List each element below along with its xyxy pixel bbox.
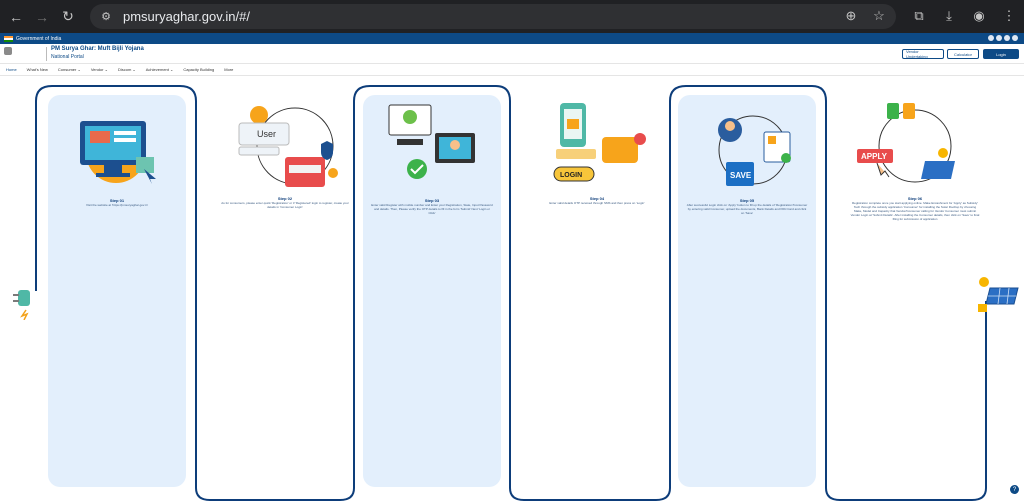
steps-section: Step 01 Visit the website at 'https://pm… bbox=[0, 76, 1024, 504]
step-card-3: Step 03 Enter valid Register with mobile… bbox=[363, 95, 501, 487]
user-login-icon: User bbox=[238, 106, 338, 187]
main-menu: Home What's New Consumer ⌄ Vendor ⌄ Disc… bbox=[0, 64, 1024, 76]
step-title-5: Step 05 bbox=[739, 198, 755, 203]
svg-text:SAVE: SAVE bbox=[730, 171, 752, 180]
site-subtitle: National Portal bbox=[51, 54, 84, 60]
emblem-logo bbox=[4, 47, 40, 63]
step-title-4: Step 04 bbox=[589, 196, 605, 201]
url-text: pmsuryaghar.gov.in/#/ bbox=[123, 9, 250, 24]
header-divider bbox=[46, 47, 47, 61]
a11y-icon-4[interactable] bbox=[1012, 35, 1018, 41]
menu-whats-new[interactable]: What's New bbox=[26, 67, 48, 72]
menu-home[interactable]: Home bbox=[6, 67, 17, 72]
apply-solar-icon: APPLY bbox=[857, 103, 955, 183]
download-icon[interactable]: ⤓ bbox=[946, 8, 952, 23]
step-desc-2: As for consumers, please enter quick 'Re… bbox=[221, 201, 349, 209]
svg-text:LOGIN: LOGIN bbox=[560, 172, 582, 179]
help-button[interactable]: ? bbox=[1010, 485, 1019, 494]
vendor-undertaking-button[interactable]: Vendor Undertaking bbox=[902, 49, 944, 59]
india-flag-icon bbox=[4, 35, 13, 42]
step-card-4: LOGIN Step 04 Enter valid details OTP re… bbox=[522, 76, 672, 216]
accessibility-controls bbox=[988, 35, 1018, 41]
emblem-icon bbox=[4, 47, 12, 55]
gov-label: Government of India bbox=[16, 35, 62, 42]
route-path bbox=[35, 85, 987, 501]
step-card-1: Step 01 Visit the website at 'https://pm… bbox=[48, 95, 186, 487]
menu-vendor[interactable]: Vendor ⌄ bbox=[90, 67, 108, 72]
verify-screen-icon bbox=[388, 104, 475, 179]
step-title-2: Step 02 bbox=[277, 196, 293, 201]
menu-capacity-building[interactable]: Capacity Building bbox=[183, 67, 215, 72]
menu-achievement[interactable]: Achievement ⌄ bbox=[145, 67, 174, 72]
login-button[interactable]: Login bbox=[983, 49, 1019, 59]
forward-icon[interactable]: → bbox=[35, 8, 49, 25]
solar-panel-icon bbox=[978, 277, 1019, 312]
a11y-icon-2[interactable] bbox=[996, 35, 1002, 41]
address-bar[interactable]: ⚙ pmsuryaghar.gov.in/#/ ⊕ ☆ bbox=[90, 4, 896, 29]
site-info-icon[interactable]: ⚙ bbox=[101, 11, 111, 23]
reload-icon[interactable]: ↻ bbox=[62, 8, 74, 24]
menu-consumer[interactable]: Consumer ⌄ bbox=[57, 67, 81, 72]
step-desc-4: Enter valid details OTP received through… bbox=[549, 201, 645, 205]
back-icon[interactable]: ← bbox=[9, 8, 23, 25]
plug-icon bbox=[13, 290, 30, 320]
step-title-3: Step 03 bbox=[424, 198, 440, 203]
step-desc-5: After successful Login click on 'Apply' … bbox=[686, 203, 808, 215]
zoom-icon[interactable]: ⊕ bbox=[845, 8, 857, 23]
step-desc-6: Registration complete once you start app… bbox=[850, 201, 980, 221]
gov-bar: Government of India bbox=[0, 33, 1024, 44]
computer-icon bbox=[80, 121, 156, 184]
site-title[interactable]: PM Surya Ghar: Muft Bijli Yojana bbox=[51, 46, 144, 52]
svg-text:APPLY: APPLY bbox=[861, 152, 888, 161]
profile-icon[interactable]: ◉ bbox=[973, 8, 985, 23]
step-card-6: APPLY Step 06 Registration complete once… bbox=[840, 76, 990, 221]
step-card-5: SAVE Step 05 After successful Login clic… bbox=[678, 95, 816, 487]
extensions-icon[interactable]: ⧉ bbox=[914, 8, 924, 23]
mobile-otp-icon: LOGIN bbox=[553, 103, 646, 182]
a11y-icon-3[interactable] bbox=[1004, 35, 1010, 41]
bookmark-star-icon[interactable]: ☆ bbox=[873, 8, 885, 23]
step-title-6: Step 06 bbox=[907, 196, 923, 201]
step-desc-1: Visit the website at 'https://pmsuryagha… bbox=[86, 203, 148, 207]
save-profile-icon: SAVE bbox=[718, 115, 791, 186]
menu-more[interactable]: More bbox=[224, 67, 234, 72]
calculator-button[interactable]: Calculator bbox=[947, 49, 979, 59]
svg-text:User: User bbox=[257, 129, 276, 139]
a11y-icon-1[interactable] bbox=[988, 35, 994, 41]
menu-discom[interactable]: Discom ⌄ bbox=[117, 67, 136, 72]
menu-kebab-icon[interactable]: ⋮ bbox=[1002, 8, 1016, 23]
step-card-2: User Step 02 As for consumers, please en… bbox=[210, 76, 360, 216]
site-header: PM Surya Ghar: Muft Bijli Yojana Nationa… bbox=[0, 44, 1024, 64]
browser-toolbar: ← → ↻ ⚙ pmsuryaghar.gov.in/#/ ⊕ ☆ ⧉ ⤓ ◉ … bbox=[0, 0, 1024, 33]
step-title-1: Step 01 bbox=[109, 198, 125, 203]
step-desc-3: Enter valid Register with mobile number … bbox=[371, 203, 493, 215]
